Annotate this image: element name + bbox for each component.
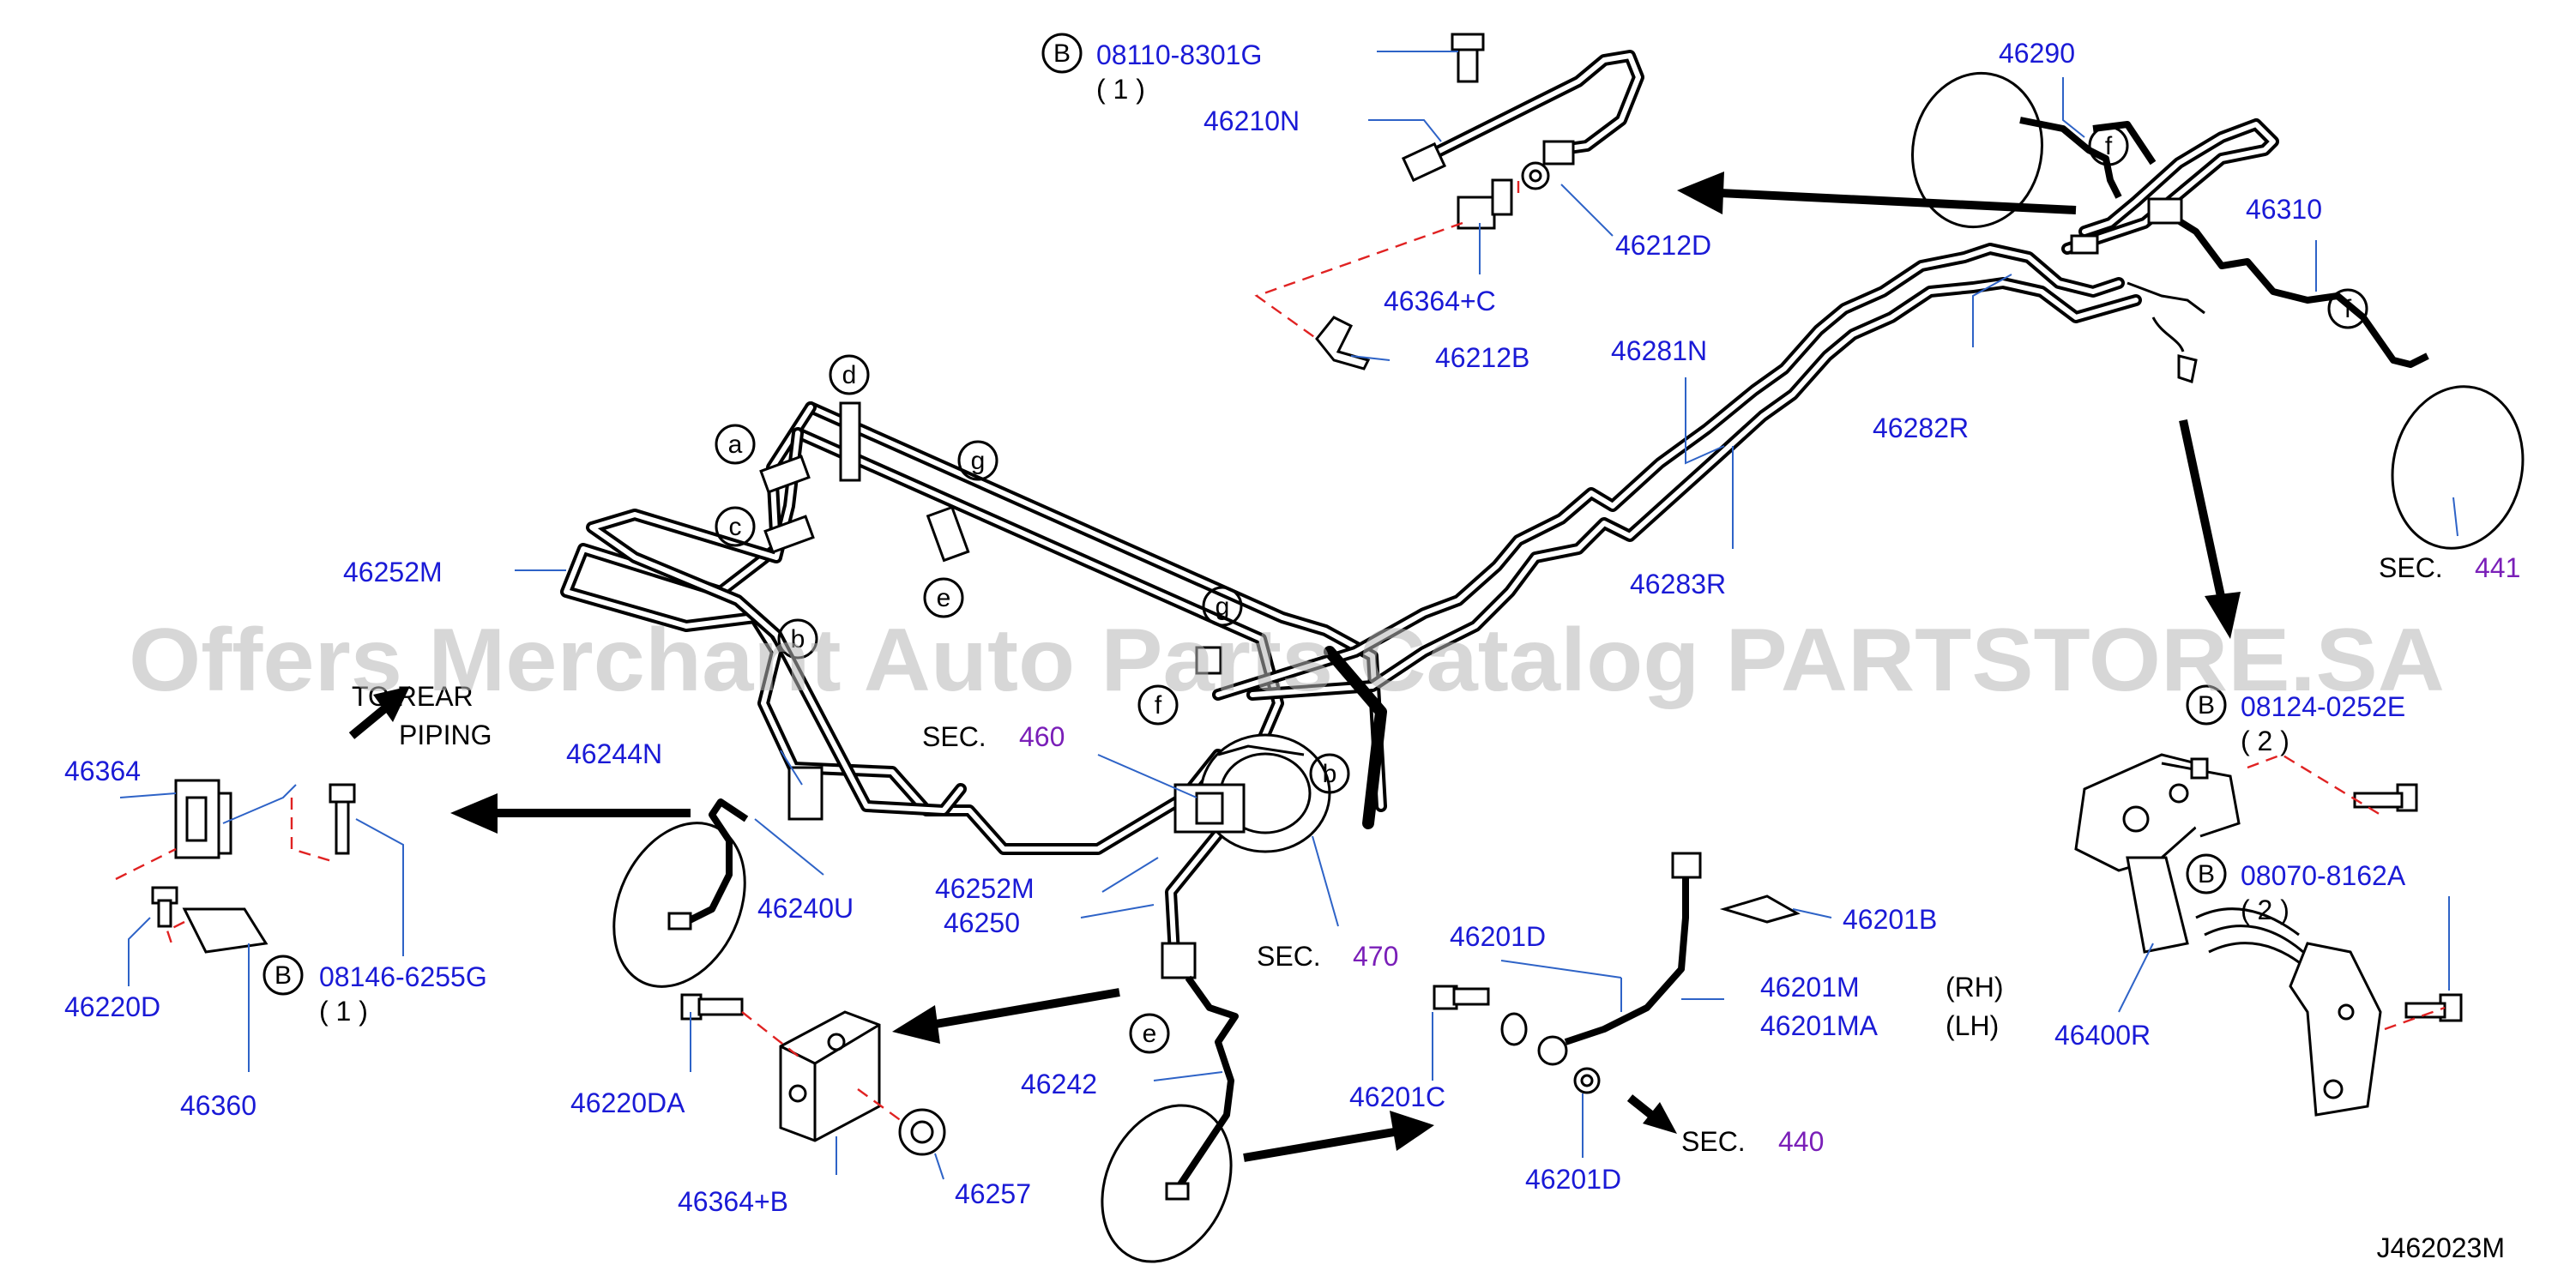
label-46281N: 46281N [1611,335,1707,366]
label-46201M: 46201M [1760,972,1860,1003]
svg-text:B: B [274,961,292,990]
to-rear-line1: TO REAR [352,681,474,712]
section-470-number: 470 [1353,941,1398,972]
clip-marker-g-top [957,440,998,481]
label-46210N: 46210N [1204,105,1300,136]
label-46212D: 46212D [1615,230,1711,261]
part-number-labels: 08110-8301G ( 1 ) 46210N 46212D 46364+C … [64,38,2406,1217]
section-441-prefix: SEC. [2379,552,2443,583]
clip-marker-b-right [1309,753,1350,794]
to-rear-line2: PIPING [399,720,492,750]
label-46290: 46290 [1999,38,2075,69]
label-46212B: 46212B [1435,342,1529,373]
svg-text:b: b [791,625,805,654]
label-46400R: 46400R [2054,1020,2151,1051]
section-460-prefix: SEC. [922,721,986,752]
watermark: Offers Merchant Auto Parts Catalog PARTS… [129,611,2445,710]
label-46201MA: 46201MA [1760,1010,1879,1041]
label-46220D: 46220D [64,991,160,1022]
qty-08124: ( 2 ) [2241,726,2289,756]
label-08124-0252E: 08124-0252E [2241,691,2405,722]
svg-text:a: a [728,431,743,459]
section-references: SEC. 441 SEC. 460 SEC. 470 SEC. 440 [922,552,2520,1157]
svg-text:c: c [729,513,742,541]
clip-markers: a d g c e g b f b e f f [715,125,2368,1054]
label-46240U: 46240U [757,893,854,924]
left-bracket-group [151,779,356,954]
rear-right-disc-shield [2159,207,2525,550]
load-sensing-valve-46400R [2074,753,2463,1117]
clip-marker-g-mid [1202,586,1243,627]
label-46201D-lower: 46201D [1525,1164,1621,1195]
label-46360: 46360 [180,1090,256,1121]
section-441-number: 441 [2475,552,2520,583]
label-08110-8301G: 08110-8301G [1096,39,1262,70]
label-46257: 46257 [955,1178,1031,1209]
label-46252M-lower: 46252M [935,873,1035,904]
label-46364B: 46364+B [678,1186,788,1217]
clip-marker-e-bottom [1129,1013,1170,1054]
label-08070-8162A: 08070-8162A [2241,860,2406,891]
diagram-code: J462023M [2377,1232,2505,1263]
svg-text:b: b [1323,760,1337,788]
label-46201D-upper: 46201D [1450,921,1546,952]
qty-08070: ( 2 ) [2241,895,2289,925]
label-46244N: 46244N [566,738,662,769]
to-rear-piping-note: TO REAR PIPING [352,681,492,750]
top-tube-detail [1315,33,1644,370]
qty-08110: ( 1 ) [1096,74,1145,105]
svg-text:f: f [1155,691,1162,720]
svg-text:e: e [937,584,951,612]
svg-text:f: f [2344,295,2352,323]
brake-actuator [1173,733,1331,853]
section-440-number: 440 [1778,1126,1824,1157]
svg-text:B: B [2198,691,2215,720]
svg-text:B: B [2198,860,2215,888]
svg-text:e: e [1143,1020,1157,1048]
clip-marker-f-rear-right [2327,288,2368,329]
phantom-lines [115,176,2446,1124]
section-470-prefix: SEC. [1257,941,1321,972]
qty-08146: ( 1 ) [319,996,368,1027]
label-46220DA: 46220DA [570,1087,685,1118]
junction-block-46364B [680,993,946,1156]
label-rh: (RH) [1946,972,2004,1003]
clip-marker-b-left [777,618,818,660]
clip-marker-c [715,506,756,547]
section-460-number: 460 [1019,721,1065,752]
clip-marker-a [715,424,756,465]
svg-text:B: B [1053,39,1071,68]
clip-marker-e-top [923,577,964,618]
label-46252M-upper: 46252M [343,557,443,587]
label-46250: 46250 [944,907,1020,938]
label-46282R: 46282R [1873,413,1969,443]
label-46310: 46310 [2246,194,2322,225]
label-46242: 46242 [1021,1069,1097,1099]
svg-text:g: g [1216,593,1230,621]
clip-marker-f [1137,684,1179,726]
front-right-brake-hose [1101,975,1239,1263]
label-46364: 46364 [64,756,141,786]
label-46364C: 46364+C [1384,286,1496,316]
leader-lines [119,51,2458,1180]
label-46201C: 46201C [1349,1081,1445,1112]
section-440-prefix: SEC. [1681,1126,1746,1157]
brake-tube-assembly [560,243,2142,975]
front-hose-group-46201M [1433,852,1801,1094]
svg-text:g: g [971,447,986,475]
front-left-brake-hose [612,798,749,988]
label-46201B: 46201B [1843,904,1937,935]
rear-junction-block [2061,118,2279,383]
svg-text:d: d [842,361,857,389]
svg-text:f: f [2105,132,2113,160]
label-lh: (LH) [1946,1010,1999,1041]
clip-marker-d [829,354,870,395]
direction-arrows [348,172,2241,1162]
label-46283R: 46283R [1630,569,1726,599]
label-08146-6255G: 08146-6255G [319,961,487,992]
clip-marker-f-rear-left [2088,125,2129,166]
bolt-markers: B B B B [262,33,2227,996]
